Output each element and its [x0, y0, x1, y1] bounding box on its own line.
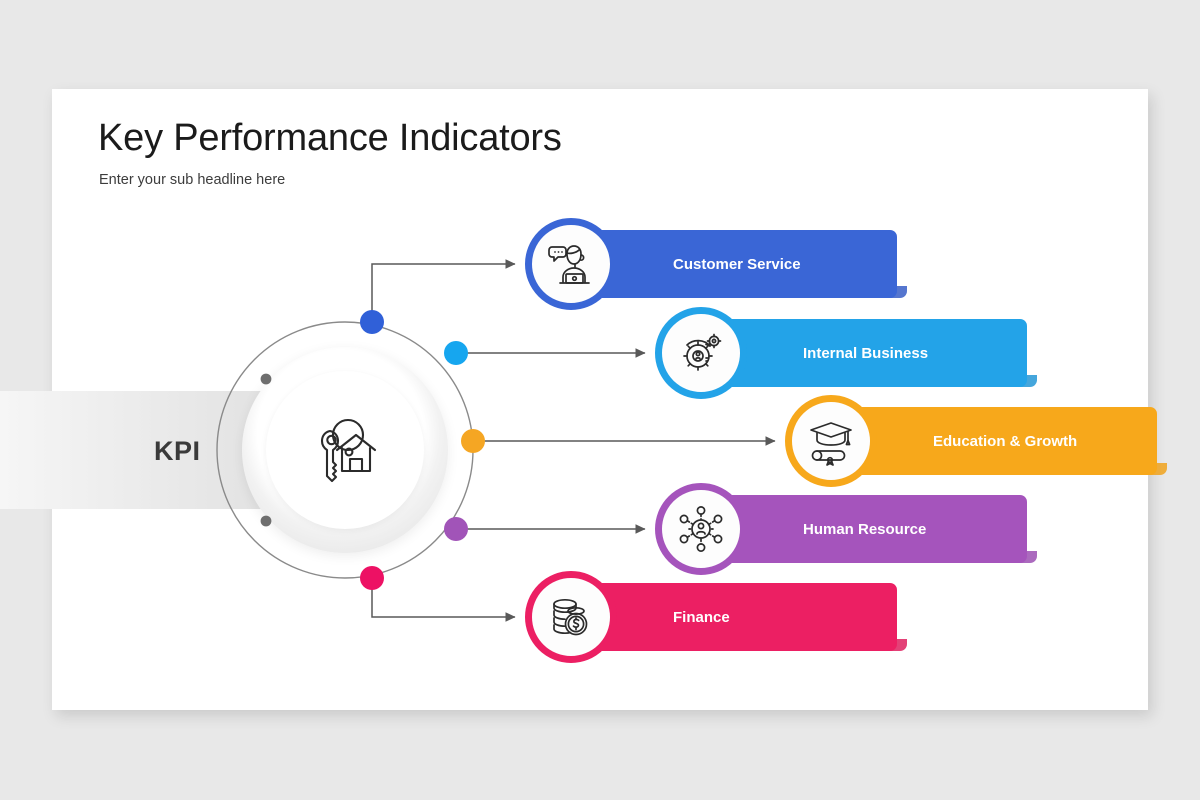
people-network-icon: [655, 483, 747, 575]
kpi-bar-label: Education & Growth: [933, 432, 1078, 450]
graduation-diploma-icon: [785, 395, 877, 487]
kpi-bar-label: Internal Business: [803, 344, 929, 362]
kpi-bar-label: Human Resource: [803, 520, 927, 538]
kpi-bar[interactable]: Human Resource: [711, 495, 1027, 563]
page-title: Key Performance Indicators: [98, 117, 562, 159]
kpi-bar[interactable]: Customer Service: [581, 230, 897, 298]
kpi-label: KPI: [154, 436, 201, 466]
connector-lines: [216, 259, 776, 622]
page-subtitle: Enter your sub headline here: [99, 172, 286, 188]
kpi-bar-label: Customer Service: [673, 255, 801, 273]
coins-dollar-icon: [525, 571, 617, 663]
gear-process-icon: [655, 307, 747, 399]
slide-canvas: Key Performance Indicators Enter your su…: [0, 89, 1167, 710]
kpi-bar[interactable]: Education & Growth: [841, 407, 1157, 475]
kpi-bar-label: Finance: [673, 608, 730, 626]
headset-agent-icon: [525, 218, 617, 310]
kpi-bar[interactable]: Finance: [581, 583, 897, 651]
kpi-bar[interactable]: Internal Business: [711, 319, 1027, 387]
house-keys-icon: [304, 409, 386, 491]
